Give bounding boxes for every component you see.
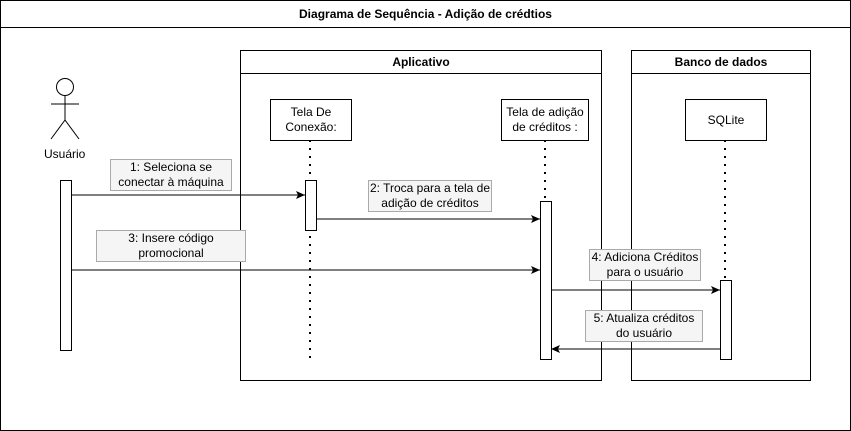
message-4-label: 4: Adiciona Créditos para o usuário: [589, 249, 701, 281]
diagram-title: Diagrama de Sequência - Adição de crédti…: [1, 1, 850, 28]
actor-label: Usuário: [44, 147, 86, 161]
message-5-label: 5: Atualiza créditos do usuário: [585, 310, 703, 342]
activation-tela-adicao: [540, 201, 552, 360]
activation-tela-conexao: [305, 180, 317, 231]
message-3-label: 3: Insere código promocional: [96, 230, 246, 262]
actor-icon: [50, 78, 80, 140]
group-banco-title: Banco de dados: [632, 51, 810, 74]
message-2-label: 2: Troca para a tela de adição de crédit…: [368, 180, 492, 212]
lifeline-tela-conexao-label: Tela De Conexão:: [285, 105, 337, 134]
activation-sqlite: [720, 280, 732, 360]
message-1-label: 1: Seleciona se conectar à máquina: [110, 159, 232, 191]
activation-usuario: [60, 180, 72, 351]
lifeline-sqlite: SQLite: [685, 99, 767, 141]
lifeline-sqlite-label: SQLite: [707, 112, 745, 127]
lifeline-tela-conexao: Tela De Conexão:: [270, 99, 352, 141]
lifeline-tela-adicao: Tela de adição de créditos :: [501, 99, 589, 141]
group-aplicativo-title: Aplicativo: [241, 51, 601, 74]
lifeline-tela-adicao-label: Tela de adição de créditos :: [506, 105, 584, 134]
